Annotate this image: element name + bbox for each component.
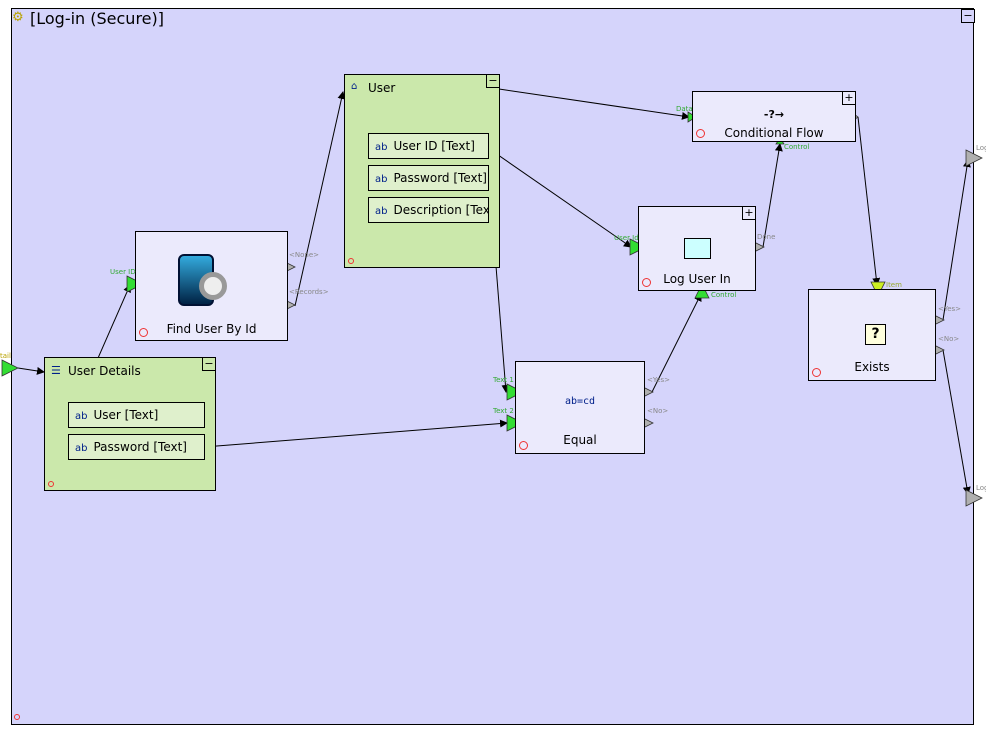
error-icon <box>48 481 54 487</box>
exists-icon: ? <box>865 324 886 345</box>
node-log-user-in[interactable]: Log User In + <box>638 206 756 291</box>
port-label: Log <box>976 484 986 492</box>
collapse-button[interactable]: − <box>486 75 499 88</box>
error-icon <box>14 714 20 720</box>
expand-button[interactable]: + <box>842 92 855 105</box>
node-title: Log User In <box>663 272 731 286</box>
connection <box>498 88 690 120</box>
error-icon <box>348 258 354 264</box>
error-icon <box>642 278 651 287</box>
port-label: Done <box>757 233 776 241</box>
node-title: Exists <box>854 360 890 374</box>
port-label: Item <box>886 281 902 289</box>
canvas-title: [Log-in (Secure)] <box>30 9 164 28</box>
port-label: Text 2 <box>493 407 514 415</box>
port-label: <Yes> <box>938 305 962 313</box>
gear-icon: ⚙ <box>12 10 24 25</box>
collapse-button[interactable]: − <box>202 358 215 371</box>
port-log-control <box>694 283 710 299</box>
connection <box>942 159 971 321</box>
node-title: Conditional Flow <box>724 126 824 140</box>
port-out-top <box>965 149 983 167</box>
port-label: <Records> <box>289 288 329 296</box>
connection <box>857 116 881 286</box>
connection <box>942 349 971 495</box>
text-type-icon: ab <box>375 142 388 153</box>
equal-icon: ab=cd <box>564 396 596 407</box>
port-label: <Yes> <box>647 376 671 384</box>
port-label: Control <box>784 143 810 151</box>
entity-icon: ⌂ <box>351 81 358 92</box>
node-exists[interactable]: ? Exists <box>808 289 936 381</box>
connection <box>762 143 783 248</box>
port-label: <None> <box>289 251 319 259</box>
connection <box>294 91 346 307</box>
text-type-icon: ab <box>75 411 88 422</box>
node-title: User <box>368 81 396 95</box>
list-icon: ☰ <box>51 364 61 377</box>
error-icon <box>696 129 705 138</box>
port-label: Control <box>711 291 737 299</box>
port-in <box>1 359 19 377</box>
node-title: Find User By Id <box>166 322 257 336</box>
node-title: Equal <box>563 433 597 447</box>
expand-button[interactable]: + <box>742 207 755 220</box>
text-type-icon: ab <box>375 174 388 185</box>
port-label: Data <box>676 105 693 113</box>
port-out-bottom <box>965 489 983 507</box>
port-label: User Id <box>614 234 639 242</box>
port-label: Text 1 <box>493 376 514 384</box>
port-label: <No> <box>647 407 669 415</box>
node-equal[interactable]: ab=cd Equal <box>515 361 645 454</box>
port-label: <No> <box>938 335 960 343</box>
text-type-icon: ab <box>75 443 88 454</box>
connection <box>651 293 702 393</box>
error-icon <box>812 368 821 377</box>
node-conditional-flow[interactable]: -?→ Conditional Flow + <box>692 91 856 142</box>
collapse-button[interactable]: − <box>961 9 975 23</box>
port-label: User ID <box>110 268 136 276</box>
connection <box>203 419 508 448</box>
node-find-user-by-id[interactable]: Find User By Id <box>135 231 288 341</box>
conditional-icon: -?→ <box>763 108 785 121</box>
port-label: tail <box>0 352 11 360</box>
error-icon <box>519 441 528 450</box>
text-type-icon: ab <box>375 206 388 217</box>
subflow-icon <box>684 238 711 259</box>
port-label: Log <box>976 144 986 152</box>
node-title: User Details <box>68 364 141 378</box>
error-icon <box>139 328 148 337</box>
connection <box>17 366 45 375</box>
connection <box>487 147 632 248</box>
